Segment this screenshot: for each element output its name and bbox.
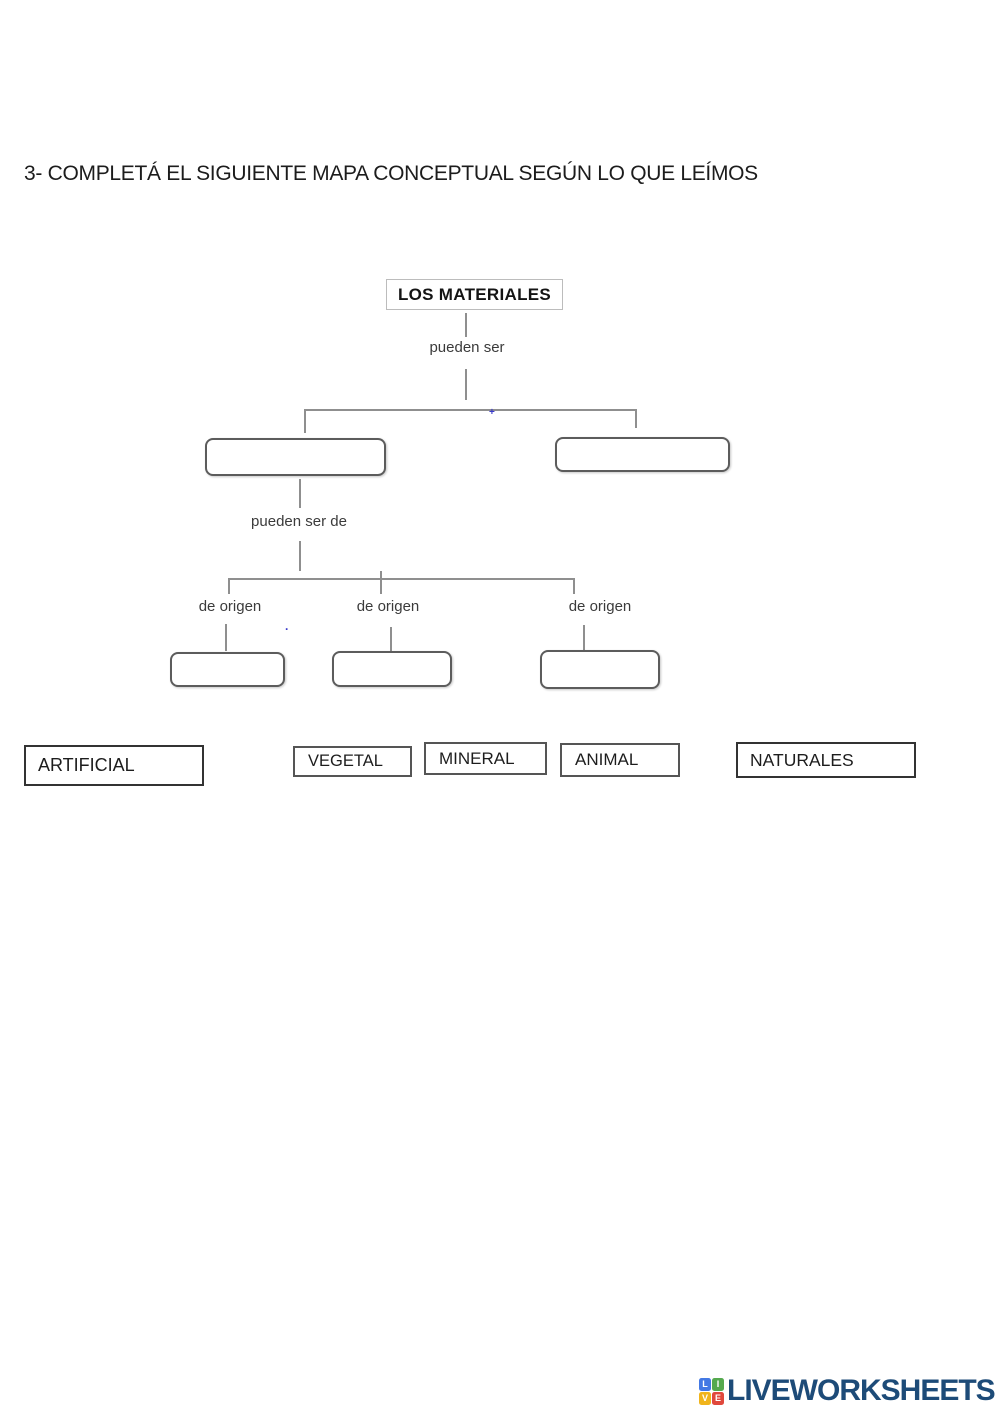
connector-line — [228, 578, 575, 580]
concept-map-root-node: LOS MATERIALES — [386, 279, 563, 310]
connector-line — [573, 578, 575, 594]
connector-line — [225, 624, 227, 651]
connector-label-de-origen-1: de origen — [198, 598, 262, 615]
connector-line — [380, 571, 382, 594]
word-bank-animal[interactable]: ANIMAL — [560, 743, 680, 777]
ink-artifact: · — [285, 622, 289, 636]
connector-label-de-origen-2: de origen — [356, 598, 420, 615]
drop-target-origin-2[interactable] — [332, 651, 452, 687]
connector-line — [299, 541, 301, 571]
connector-line — [304, 409, 306, 433]
connector-line — [390, 627, 392, 651]
connector-label-pueden-ser: pueden ser — [429, 339, 505, 356]
connector-line — [583, 625, 585, 650]
word-bank-naturales[interactable]: NATURALES — [736, 742, 916, 778]
connector-line — [465, 313, 467, 337]
liveworksheets-logo-text: LIVEWORKSHEETS — [727, 1374, 996, 1407]
logo-tile-e: E — [712, 1391, 724, 1405]
word-bank-mineral[interactable]: MINERAL — [424, 742, 547, 775]
logo-tile-i: I — [712, 1377, 724, 1391]
word-bank-artificial[interactable]: ARTIFICIAL — [24, 745, 204, 786]
liveworksheets-logo[interactable]: L I V E LIVEWORKSHEETS — [699, 1374, 996, 1407]
connector-line — [299, 479, 301, 508]
connector-line — [304, 409, 637, 411]
connector-label-pueden-ser-de: pueden ser de — [251, 513, 347, 530]
logo-tile-v: V — [699, 1391, 711, 1405]
connector-label-de-origen-3: de origen — [568, 598, 632, 615]
word-bank-vegetal[interactable]: VEGETAL — [293, 746, 412, 777]
drop-target-origin-3[interactable] — [540, 650, 660, 689]
exercise-title: 3- COMPLETÁ EL SIGUIENTE MAPA CONCEPTUAL… — [24, 162, 758, 185]
drop-target-origin-1[interactable] — [170, 652, 285, 687]
connector-line — [635, 409, 637, 428]
drop-target-branch-left[interactable] — [205, 438, 386, 476]
ink-artifact: + — [489, 407, 495, 418]
liveworksheets-logo-icon: L I V E — [699, 1377, 724, 1405]
drop-target-branch-right[interactable] — [555, 437, 730, 472]
logo-tile-l: L — [699, 1377, 711, 1391]
connector-line — [465, 369, 467, 400]
connector-line — [228, 578, 230, 594]
